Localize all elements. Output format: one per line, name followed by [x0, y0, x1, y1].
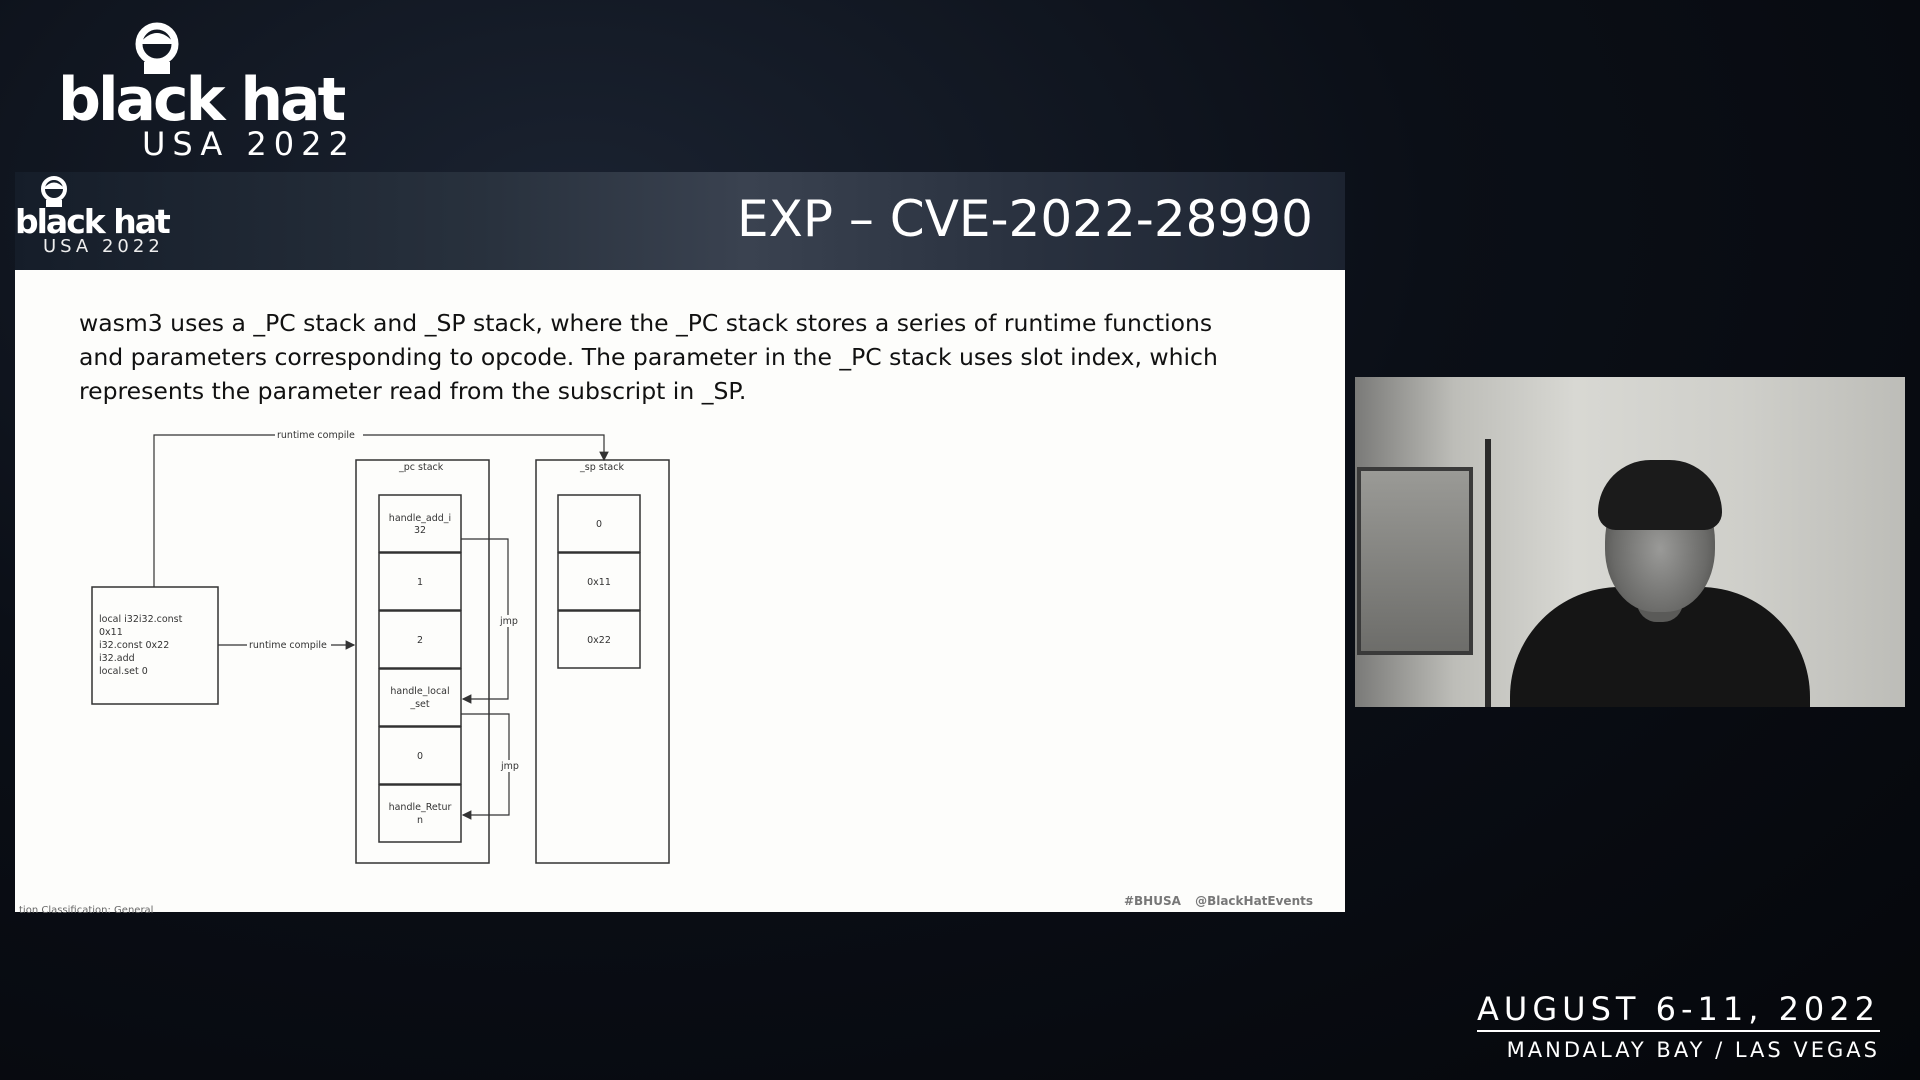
- sp-cell-text: 0: [596, 519, 602, 530]
- code-line: local.set 0: [99, 666, 148, 677]
- hashtag: #BHUSA: [1123, 894, 1181, 908]
- pc-cell: [378, 668, 462, 727]
- hat-head-icon: [135, 22, 179, 74]
- event-dates: AUGUST 6-11, 2022: [1477, 990, 1880, 1032]
- webcam-door-frame: [1355, 439, 1491, 707]
- hat-head-icon-small: [41, 176, 67, 207]
- pc-cell-text: 1: [417, 577, 423, 588]
- paragraph-line: and parameters corresponding to opcode. …: [79, 343, 1218, 371]
- pc-cell-text: handle_Retur: [389, 802, 452, 813]
- sp-stack-label: _sp stack: [579, 462, 624, 473]
- runtime-compile-arrow-top: [153, 434, 609, 587]
- slide-title: EXP – CVE-2022-28990: [737, 190, 1313, 248]
- code-line: 0x11: [99, 627, 123, 638]
- black-hat-logo: black hat USA 2022: [58, 22, 398, 163]
- paragraph-line: represents the parameter read from the s…: [79, 377, 747, 405]
- sp-cell-text: 0x22: [587, 635, 611, 646]
- sp-cell-text: 0x11: [587, 577, 611, 588]
- slide-paragraph: wasm3 uses a _PC stack and _SP stack, wh…: [79, 306, 1259, 408]
- speaker-hair: [1598, 460, 1722, 530]
- event-venue: MANDALAY BAY / LAS VEGAS: [1506, 1038, 1880, 1062]
- pc-stack-container: [355, 459, 490, 864]
- pc-cell: [378, 784, 462, 843]
- pc-cell-text: 2: [417, 635, 423, 646]
- pc-cell-text: 0: [417, 751, 423, 762]
- pc-cell-text: _set: [409, 699, 430, 710]
- speaker-webcam: [1355, 377, 1905, 707]
- pc-cell: [378, 552, 462, 611]
- slide-logo: black hat USA 2022: [15, 176, 205, 266]
- pc-cell: [378, 494, 462, 553]
- runtime-compile-label-mid: runtime compile: [249, 640, 327, 651]
- twitter-handle: @BlackHatEvents: [1195, 894, 1313, 908]
- slide-body: wasm3 uses a _PC stack and _SP stack, wh…: [15, 270, 1345, 916]
- pc-cell-text: n: [417, 815, 423, 826]
- runtime-compile-label-top: runtime compile: [277, 430, 355, 441]
- code-line: i32.add: [99, 653, 135, 664]
- jmp-label: jmp: [499, 616, 518, 627]
- webcam-window: [1357, 467, 1473, 655]
- logo-subtitle: USA 2022: [142, 125, 356, 163]
- slide-footer-tags: #BHUSA @BlackHatEvents: [1114, 894, 1313, 908]
- pc-cell-text: handle_add_i: [389, 513, 451, 524]
- event-info: AUGUST 6-11, 2022 MANDALAY BAY / LAS VEG…: [1477, 990, 1880, 1062]
- slide-header: black hat USA 2022 EXP – CVE-2022-28990: [15, 172, 1345, 270]
- pc-stack-label: _pc stack: [398, 462, 444, 473]
- pc-cell: [378, 726, 462, 785]
- pc-cell-text: 32: [414, 525, 426, 536]
- slide-logo-word: black hat: [15, 202, 171, 241]
- paragraph-line: wasm3 uses a _PC stack and _SP stack, wh…: [79, 309, 1213, 337]
- slide-logo-subtitle: USA 2022: [43, 236, 164, 257]
- classification-label: tion Classification: General: [19, 905, 154, 916]
- pc-cell-text: handle_local: [390, 686, 449, 697]
- stack-diagram: local i32i32.const 0x11 i32.const 0x22 i…: [91, 428, 670, 864]
- logo-word: black hat: [58, 65, 346, 135]
- jmp-label: jmp: [500, 761, 519, 772]
- code-line: local i32i32.const: [99, 614, 183, 625]
- sp-cell: [557, 494, 641, 553]
- code-line: i32.const 0x22: [99, 640, 169, 651]
- sp-cell: [557, 552, 641, 611]
- sp-cell: [557, 610, 641, 669]
- pc-cell: [378, 610, 462, 669]
- sp-stack-container: [535, 459, 670, 864]
